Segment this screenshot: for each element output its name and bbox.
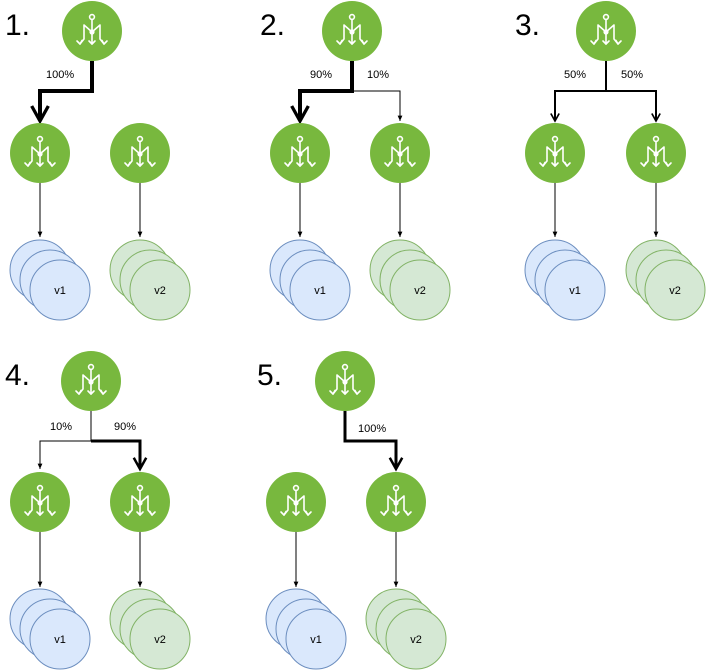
service-lb-v2	[366, 472, 426, 532]
pod-version-label: v2	[669, 285, 681, 297]
pod-version-label: v2	[410, 634, 422, 646]
route-edge-left	[300, 61, 354, 121]
service-lb-v2	[370, 123, 430, 183]
service-lb-v1	[266, 472, 326, 532]
step-number: 2.	[260, 9, 285, 42]
pod-version-label: v1	[54, 634, 66, 646]
pods-v1: v1	[9, 239, 91, 321]
route-edge-right	[352, 90, 403, 121]
percent-left: 90%	[310, 69, 332, 81]
load-balancer-top	[61, 351, 121, 411]
load-balancer-top	[62, 1, 122, 61]
pod-version-label: v2	[154, 285, 166, 297]
service-lb-v2	[626, 123, 686, 183]
route-edge-right	[91, 439, 140, 469]
service-lb-v2	[110, 472, 170, 532]
percent-left: 100%	[46, 69, 74, 81]
route-edge-left	[555, 61, 607, 121]
pods-v2: v2	[625, 239, 706, 321]
pod-version-label: v1	[310, 634, 322, 646]
pod-version-label: v2	[414, 285, 426, 297]
pods-v2: v2	[365, 588, 447, 670]
pods-v2: v2	[109, 588, 191, 670]
route-edge-right	[343, 411, 396, 469]
pods-v1: v1	[269, 239, 351, 321]
percent-right: 100%	[358, 423, 386, 435]
step-3: 3. 50% 50% v1 v2	[515, 1, 706, 321]
percent-right: 50%	[621, 69, 643, 81]
pod-version-label: v2	[154, 634, 166, 646]
service-lb-v2	[110, 123, 170, 183]
pod-version-label: v1	[54, 285, 66, 297]
route-edge-right	[606, 90, 656, 121]
step-1: 1. 100% v1 v2	[5, 1, 191, 321]
service-lb-v1	[270, 123, 330, 183]
load-balancer-top	[576, 1, 636, 61]
step-number: 3.	[515, 9, 540, 42]
pods-v1: v1	[265, 588, 347, 670]
service-lb-v1	[10, 123, 70, 183]
percent-right: 90%	[114, 421, 136, 433]
percent-right: 10%	[367, 69, 389, 81]
percent-left: 10%	[50, 421, 72, 433]
step-number: 4.	[5, 359, 30, 392]
route-edge-left	[37, 411, 92, 469]
pods-v2: v2	[109, 239, 191, 321]
step-number: 1.	[5, 9, 30, 42]
pod-version-label: v1	[569, 285, 581, 297]
service-lb-v1	[525, 123, 585, 183]
pods-v2: v2	[369, 239, 451, 321]
step-4: 4. 10% 90% v1 v2	[5, 351, 191, 670]
step-number: 5.	[257, 359, 282, 392]
pod-version-label: v1	[314, 285, 326, 297]
pods-v1: v1	[524, 239, 606, 321]
load-balancer-top	[315, 351, 375, 411]
percent-left: 50%	[564, 69, 586, 81]
route-edge-left	[40, 61, 94, 121]
service-lb-v1	[10, 472, 70, 532]
pods-v1: v1	[9, 588, 91, 670]
step-2: 2. 90% 10% v1 v2	[260, 1, 451, 321]
load-balancer-top	[322, 1, 382, 61]
step-5: 5. 100% v1 v2	[257, 351, 447, 670]
